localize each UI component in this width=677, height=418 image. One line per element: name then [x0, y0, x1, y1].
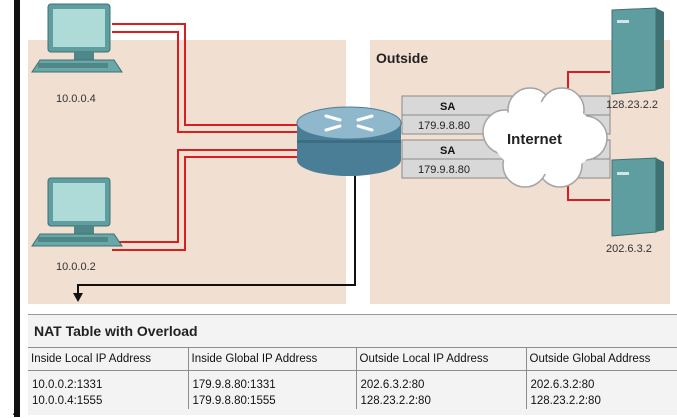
header-outside-global: Outside Global Address	[526, 347, 677, 371]
nat-table-link	[73, 165, 356, 302]
inside-links	[112, 23, 300, 251]
pc-bottom-ip: 10.0.0.2	[56, 261, 96, 273]
header-inside-local: Inside Local IP Address	[28, 347, 189, 371]
sa-label-top: SA	[440, 101, 455, 113]
pc-bottom-icon	[31, 177, 123, 247]
header-outside-local: Outside Local IP Address	[356, 347, 527, 371]
table-cell: 179.9.8.80:1555	[188, 393, 357, 409]
table-cell: 179.9.8.80:1331	[188, 370, 357, 393]
router-icon	[296, 106, 402, 176]
sa-ip-bottom: 179.9.8.80	[418, 164, 470, 176]
stray-mark: .	[12, 402, 16, 418]
server-top-ip: 128.23.2.2	[606, 99, 658, 111]
sa-label-bottom: SA	[440, 145, 455, 157]
table-cell: 202.6.3.2:80	[526, 370, 677, 393]
table-cell: 128.23.2.2:80	[526, 393, 677, 409]
table-row: 10.0.0.4:1555 179.9.8.80:1555 128.23.2.2…	[28, 393, 677, 409]
nat-table-header-row: Inside Local IP Address Inside Global IP…	[28, 347, 677, 371]
server-bottom-icon	[611, 157, 664, 237]
internet-label: Internet	[507, 131, 562, 148]
internet-cloud: Internet	[482, 87, 608, 188]
outside-label: Outside	[376, 50, 428, 66]
server-bottom-ip: 202.6.3.2	[606, 243, 652, 255]
pc-top-ip: 10.0.0.4	[56, 93, 96, 105]
table-cell: 10.0.0.2:1331	[28, 370, 189, 393]
nat-table: Inside Local IP Address Inside Global IP…	[28, 347, 677, 409]
table-cell: 202.6.3.2:80	[356, 370, 527, 393]
nat-table-title: NAT Table with Overload	[34, 323, 198, 339]
sa-ip-top: 179.9.8.80	[418, 120, 470, 132]
header-inside-global: Inside Global IP Address	[188, 347, 357, 371]
inside-zone	[28, 40, 346, 304]
table-row: 10.0.0.2:1331 179.9.8.80:1331 202.6.3.2:…	[28, 370, 677, 393]
nat-table-panel: NAT Table with Overload Inside Local IP …	[28, 314, 677, 415]
server-top-icon	[611, 7, 664, 95]
table-cell: 128.23.2.2:80	[356, 393, 527, 409]
pc-top-icon	[31, 3, 123, 73]
left-border-bar	[14, 0, 20, 417]
table-cell: 10.0.0.4:1555	[28, 393, 189, 409]
